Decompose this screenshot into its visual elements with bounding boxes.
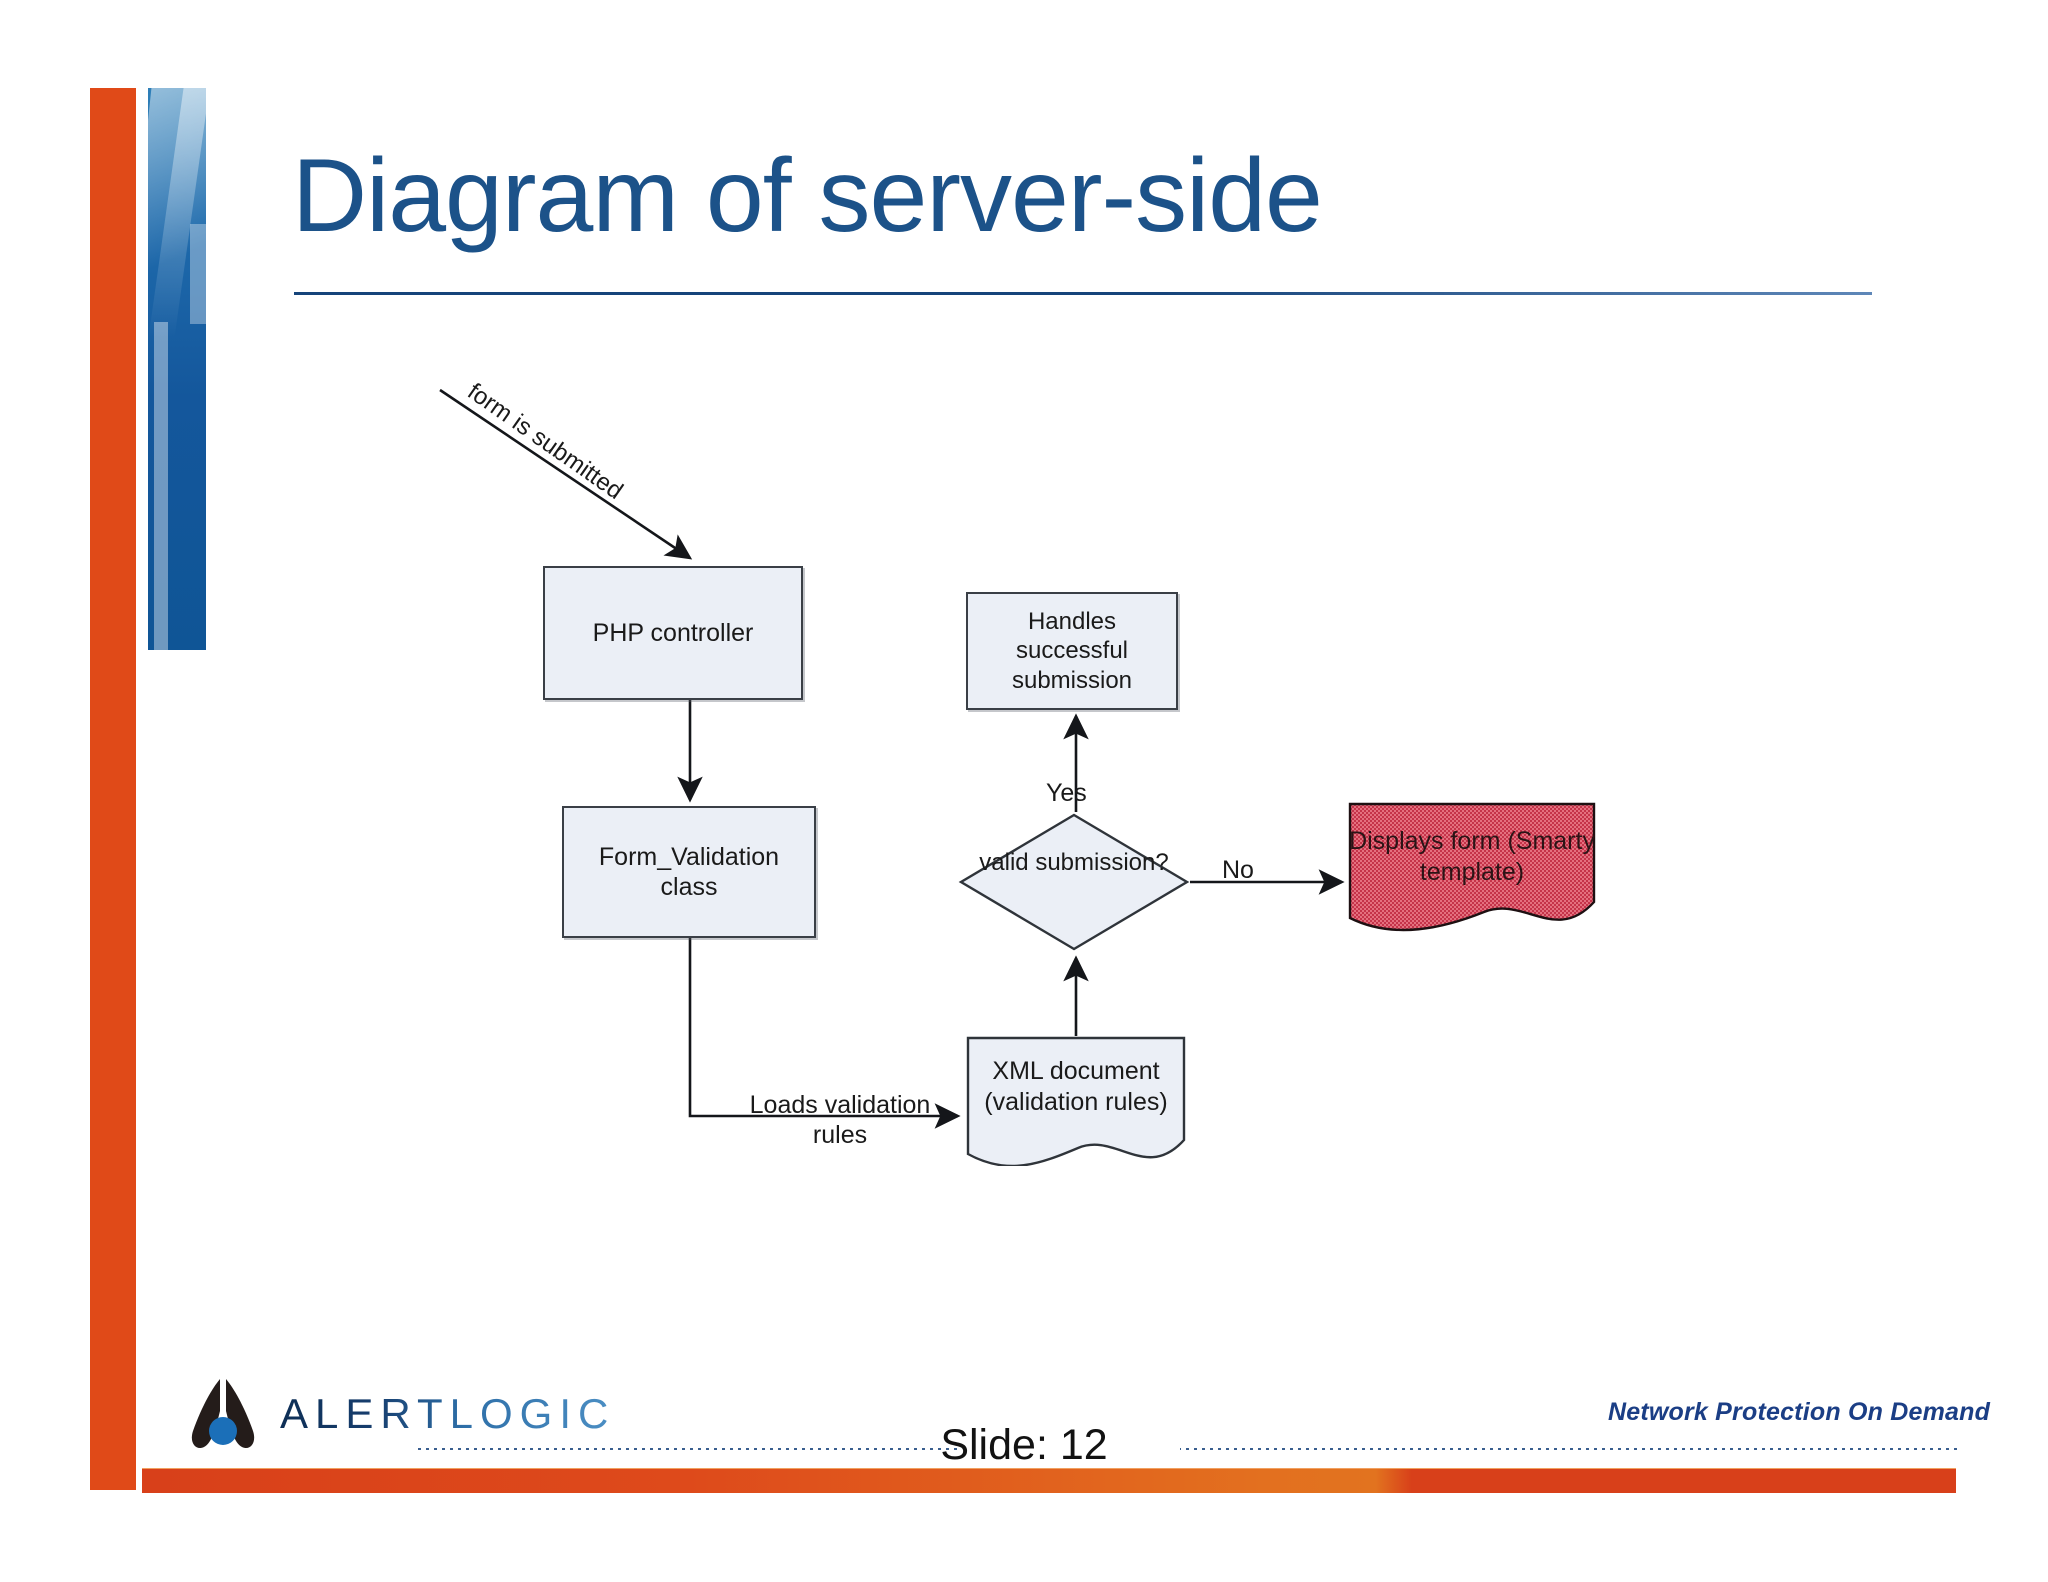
document-shape-smarty — [1348, 802, 1596, 932]
node-handles-label-line2: successful — [1015, 637, 1129, 665]
node-xml-document-label-line1: XML document — [992, 1057, 1160, 1085]
edge-label-loads-line1: Loads validation — [749, 1091, 931, 1119]
footer-dotted-divider — [418, 1448, 1958, 1450]
footer-tagline: Network Protection On Demand — [1608, 1398, 1991, 1426]
title-underline — [294, 292, 1872, 295]
edge-label-loads-validation-rules: Loads validation rules — [720, 1090, 960, 1150]
edge-label-loads-line2: rules — [812, 1121, 868, 1149]
node-form-validation-label-line2: class — [660, 873, 718, 901]
node-valid-submission-decision[interactable]: valid submission? — [958, 812, 1190, 952]
page-title: Diagram of server-side — [292, 138, 1323, 254]
node-valid-submission-label: valid submission? — [958, 848, 1190, 877]
node-php-controller-label: PHP controller — [592, 618, 754, 647]
slide-number: Slide: 12 — [940, 1421, 1108, 1469]
node-xml-document-label-line2: (validation rules) — [984, 1087, 1168, 1116]
slide-number-backdrop — [960, 1418, 1180, 1472]
node-form-validation-label-line1: Form_Validation — [598, 842, 780, 871]
node-php-controller[interactable]: PHP controller — [543, 566, 803, 700]
document-shape-xml — [966, 1036, 1186, 1166]
node-displays-form-label-line1: Displays form — [1349, 827, 1501, 855]
node-displays-form-label-line2: (Smarty template) — [1419, 827, 1595, 886]
node-xml-document-label: XML document (validation rules) — [966, 1056, 1186, 1117]
arrow-formval-to-xml — [688, 938, 961, 1129]
node-handles-label-line1: Handles — [1027, 608, 1117, 636]
decision-diamond-shape — [958, 813, 1190, 951]
blue-bar-tab-left — [154, 322, 168, 650]
alertlogic-logo: ALERTLOGIC — [180, 1378, 615, 1450]
node-valid-submission-label-line2: submission? — [1035, 849, 1169, 876]
edge-label-yes: Yes — [1046, 779, 1087, 807]
node-displays-form-label: Displays form (Smarty template) — [1348, 826, 1596, 887]
blue-bar-tab-right — [190, 224, 206, 324]
node-valid-submission-label-line1: valid — [979, 849, 1029, 876]
arrow-form-submitted — [439, 388, 693, 560]
node-handles-successful-submission[interactable]: Handles successful submission — [966, 592, 1178, 710]
node-handles-label-line3: submission — [1011, 666, 1133, 694]
left-orange-accent-bar — [90, 88, 136, 1490]
edge-label-no: No — [1222, 856, 1254, 884]
node-form-validation-class[interactable]: Form_Validation class — [562, 806, 816, 938]
bottom-orange-bar — [142, 1468, 1956, 1493]
node-xml-document[interactable]: XML document (validation rules) — [966, 1036, 1186, 1166]
node-displays-form-smarty[interactable]: Displays form (Smarty template) — [1348, 802, 1596, 934]
alertlogic-mark-icon — [191, 1379, 255, 1449]
left-blue-accent-bar — [148, 88, 206, 650]
